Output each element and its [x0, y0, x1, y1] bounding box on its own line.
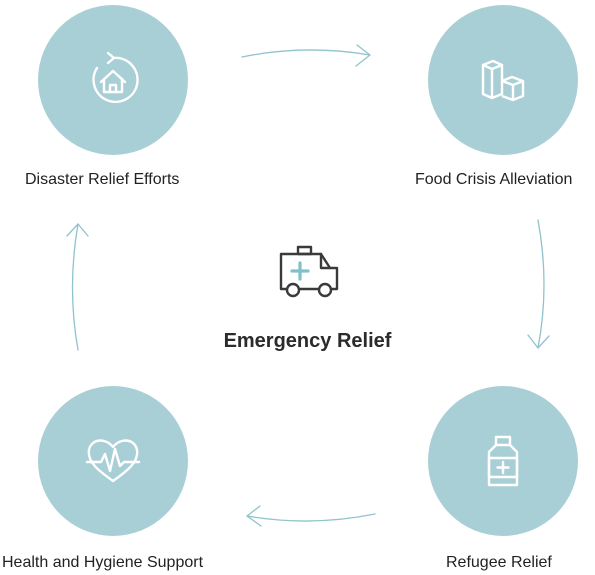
arrow-bottom-head: [246, 505, 262, 527]
node-food-crisis-circle: [428, 5, 578, 155]
arrow-top: [241, 49, 371, 58]
arrow-left-head: [66, 223, 89, 237]
arrow-top-head: [355, 44, 371, 67]
ambulance-icon: [276, 244, 342, 300]
arrow-right: [537, 219, 545, 349]
home-refresh-icon: [92, 51, 139, 104]
node-label-health-hygiene: Health and Hygiene Support: [2, 554, 204, 571]
boxes-icon: [481, 59, 525, 102]
node-label-refugee-relief: Refugee Relief: [446, 554, 552, 571]
node-label-disaster-relief: Disaster Relief Efforts: [25, 171, 180, 188]
node-health-hygiene-circle: [38, 386, 188, 536]
medicine-bottle-icon: [487, 435, 519, 487]
arrow-bottom: [246, 513, 376, 522]
center-title: Emergency Relief: [223, 330, 392, 352]
node-disaster-relief-circle: [38, 5, 188, 155]
heartbeat-icon: [85, 439, 141, 483]
node-refugee-relief-circle: [428, 386, 578, 536]
node-label-food-crisis: Food Crisis Alleviation: [415, 171, 573, 188]
